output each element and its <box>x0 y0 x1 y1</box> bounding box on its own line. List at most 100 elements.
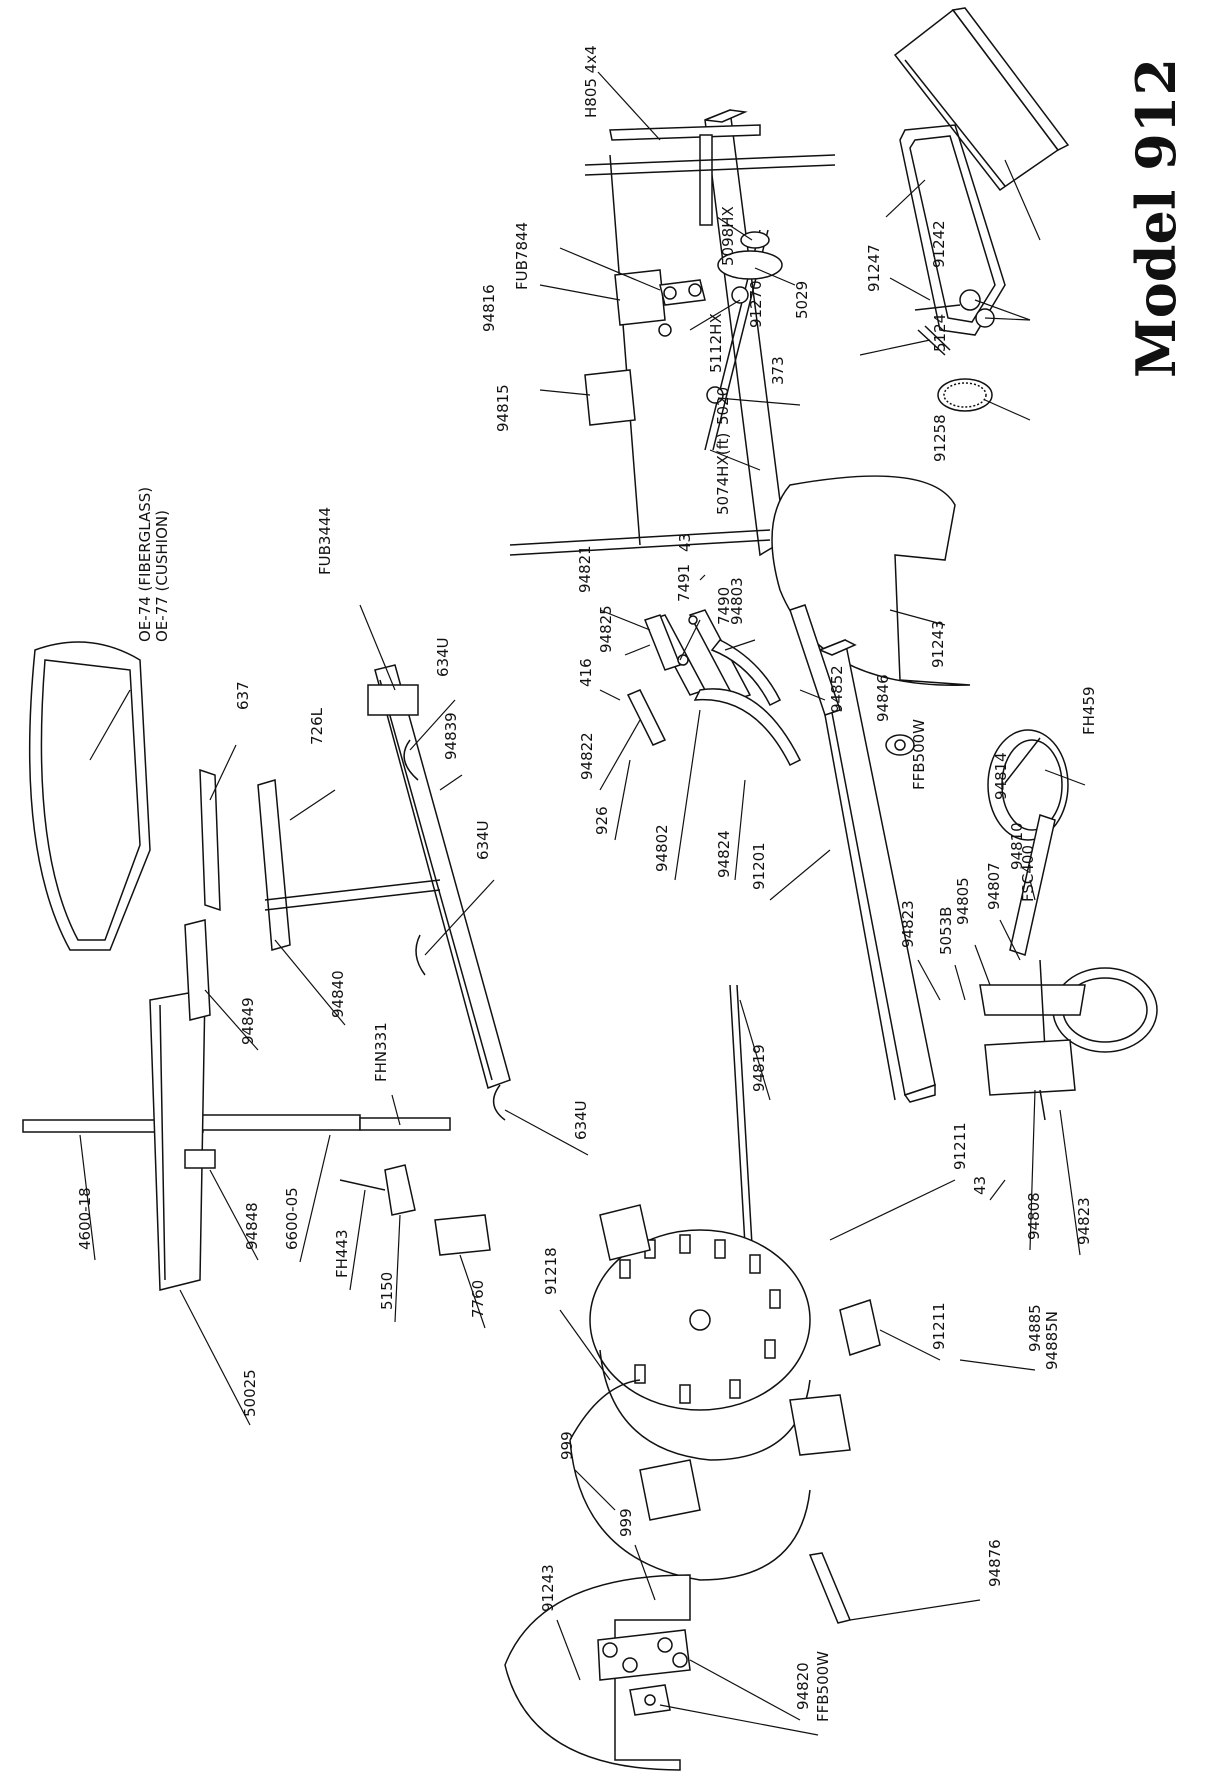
label-91218: 91218 <box>542 1247 560 1295</box>
label-91270: 91270 <box>747 280 765 328</box>
frame-91201 <box>814 638 936 1103</box>
label-oe77: OE-77 (CUSHION) <box>153 510 171 642</box>
chain-91247 <box>899 124 1006 336</box>
label-94823-bottom: 94823 <box>1075 1197 1093 1245</box>
label-91247: 91247 <box>865 244 883 292</box>
label-94821: 94821 <box>576 545 594 593</box>
label-94848: 94848 <box>243 1202 261 1250</box>
seat-plate-50025 <box>149 919 216 1291</box>
parts-drawing <box>22 7 1158 1771</box>
label-94840: 94840 <box>329 970 347 1018</box>
label-94823-mid: 94823 <box>899 900 917 948</box>
support-726l <box>257 779 441 951</box>
label-94825: 94825 <box>597 605 615 653</box>
planter-disc-91218 <box>569 1379 811 1581</box>
label-7490: 7490 <box>715 587 733 625</box>
label-94803: 94803 <box>728 577 746 625</box>
label-999-bottom: 999 <box>617 1508 635 1537</box>
label-94839: 94839 <box>442 712 460 760</box>
label-94805: 94805 <box>954 877 972 925</box>
label-94815: 94815 <box>494 384 512 432</box>
label-94822: 94822 <box>578 732 596 780</box>
toolbar-h805 <box>509 108 836 557</box>
wheel-94814 <box>987 729 1069 841</box>
label-91201: 91201 <box>750 842 768 890</box>
label-373: 373 <box>769 356 787 385</box>
sprocket-91258 <box>937 378 993 412</box>
label-91211-bottom: 91211 <box>930 1302 948 1350</box>
label-oe74: OE-74 (FIBERGLASS) <box>136 487 154 642</box>
hub-plate-94820 <box>597 1629 691 1716</box>
label-91243-right: 91243 <box>929 620 947 668</box>
label-5020: 5020 <box>714 387 732 425</box>
label-94808: 94808 <box>1025 1192 1043 1240</box>
seat-bracket-637 <box>199 768 221 912</box>
bracket-5150 <box>339 1164 491 1256</box>
rod-94819 <box>729 984 753 1246</box>
label-94814: 94814 <box>992 752 1010 800</box>
label-94846: 94846 <box>874 674 892 722</box>
opener-shoes-94885 <box>599 1204 881 1521</box>
label-43-top: 43 <box>676 533 694 552</box>
label-94824: 94824 <box>715 830 733 878</box>
label-ffb500w-bottom: FFB500W <box>814 1651 832 1722</box>
leader-lines <box>79 71 1086 1736</box>
label-94885: 94885 <box>1026 1304 1044 1352</box>
label-5074hx: 5074HX(ft) <box>714 433 732 515</box>
label-50025: 50025 <box>241 1369 259 1417</box>
label-637: 637 <box>234 681 252 710</box>
label-91243-bottom: 91243 <box>539 1564 557 1612</box>
drive-shaft-5074hx <box>704 229 783 451</box>
label-fsc400: FSC400 <box>1019 845 1037 902</box>
label-94876: 94876 <box>986 1539 1004 1587</box>
callout-labels: H805 4x4 5098HX FUB7844 91247 91242 9481… <box>76 45 1188 1722</box>
label-5098hx: 5098HX <box>719 206 737 266</box>
label-91258: 91258 <box>931 414 949 462</box>
shield-91242 <box>893 7 1070 192</box>
label-999-top: 999 <box>558 1431 576 1460</box>
label-5053b: 5053B <box>937 907 955 955</box>
bearing-ffb500w-top <box>885 734 915 756</box>
label-fhn331: FHN331 <box>372 1022 390 1082</box>
model-title: Model 912 <box>1124 58 1188 378</box>
label-94802: 94802 <box>653 824 671 872</box>
label-fh459: FH459 <box>1080 686 1098 735</box>
label-43-bottom: 43 <box>971 1176 989 1195</box>
label-94885n: 94885N <box>1043 1311 1061 1370</box>
bracket-94808 <box>984 1039 1076 1121</box>
label-94807: 94807 <box>985 862 1003 910</box>
label-5112hx: 5112HX <box>707 313 725 373</box>
label-fh443: FH443 <box>333 1229 351 1278</box>
disc-guard-91243-right <box>771 475 971 686</box>
arm-94810 <box>1009 814 1056 956</box>
label-7491: 7491 <box>675 564 693 602</box>
label-94816: 94816 <box>480 284 498 332</box>
label-634u-mid: 634U <box>474 820 492 860</box>
label-91211-top: 91211 <box>951 1122 969 1170</box>
gauge-wheel-94807 <box>979 959 1158 1053</box>
label-4600-18: 4600-18 <box>76 1187 94 1250</box>
label-5124: 5124 <box>931 314 949 352</box>
label-94852: 94852 <box>828 665 846 713</box>
side-brackets <box>626 614 698 746</box>
label-5029: 5029 <box>793 281 811 319</box>
label-6600-05: 6600-05 <box>283 1187 301 1250</box>
label-726l: 726L <box>308 707 326 745</box>
label-416: 416 <box>577 658 595 687</box>
label-926: 926 <box>593 806 611 835</box>
label-94820: 94820 <box>794 1662 812 1710</box>
u-bolt-634u <box>403 739 506 1121</box>
disc-guard-91243-bottom <box>504 1574 691 1771</box>
label-fub3444: FUB3444 <box>316 507 334 575</box>
label-fub7844: FUB7844 <box>513 222 531 290</box>
label-634u-top: 634U <box>434 637 452 677</box>
mount-brackets <box>584 269 706 426</box>
label-94810: 94810 <box>1008 822 1026 870</box>
label-7760: 7760 <box>469 1280 487 1318</box>
label-ffb500w-top: FFB500W <box>910 719 928 790</box>
label-634u-bottom: 634U <box>572 1100 590 1140</box>
label-5150: 5150 <box>378 1272 396 1310</box>
label-91242: 91242 <box>930 220 948 268</box>
